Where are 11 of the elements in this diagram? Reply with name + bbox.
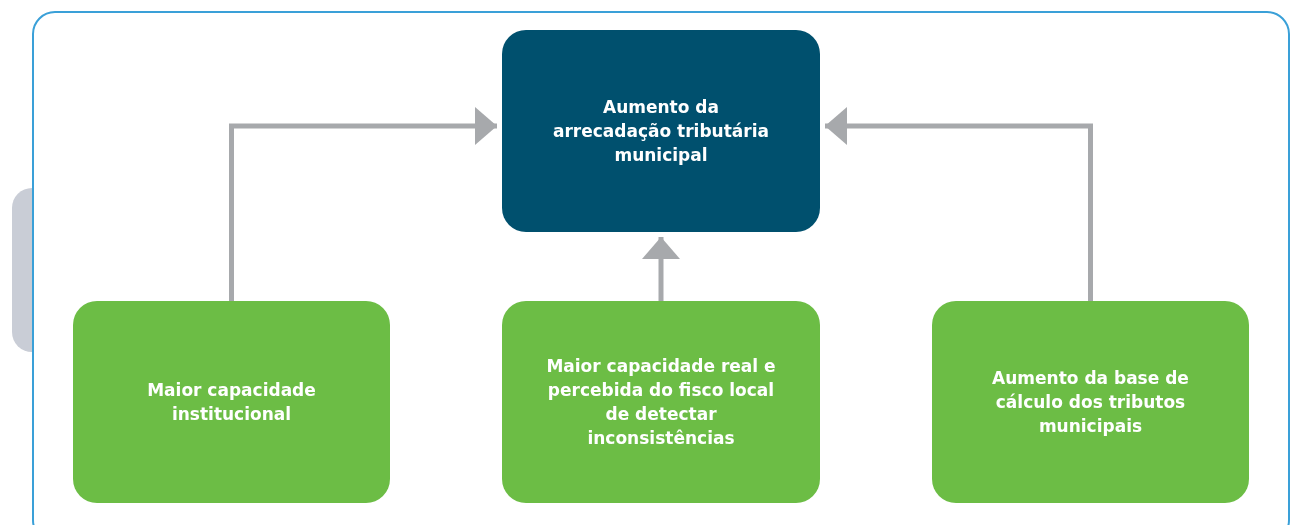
arrow <box>642 237 680 301</box>
arrow <box>229 107 497 301</box>
cause-box <box>502 301 820 503</box>
node-label: Maior capacidade real e percebida do fisco local de detectar inconsistências <box>546 355 776 450</box>
node-label: Aumento da arrecadação tributária municipal <box>552 96 770 167</box>
node-label: Aumento da base de cálculo dos tributos municipais <box>991 367 1190 438</box>
cause-box <box>932 301 1249 503</box>
node-label: Maior capacidade institucional <box>146 379 317 426</box>
arrow <box>825 107 1093 301</box>
result-box <box>502 30 820 232</box>
cause-box <box>73 301 390 503</box>
